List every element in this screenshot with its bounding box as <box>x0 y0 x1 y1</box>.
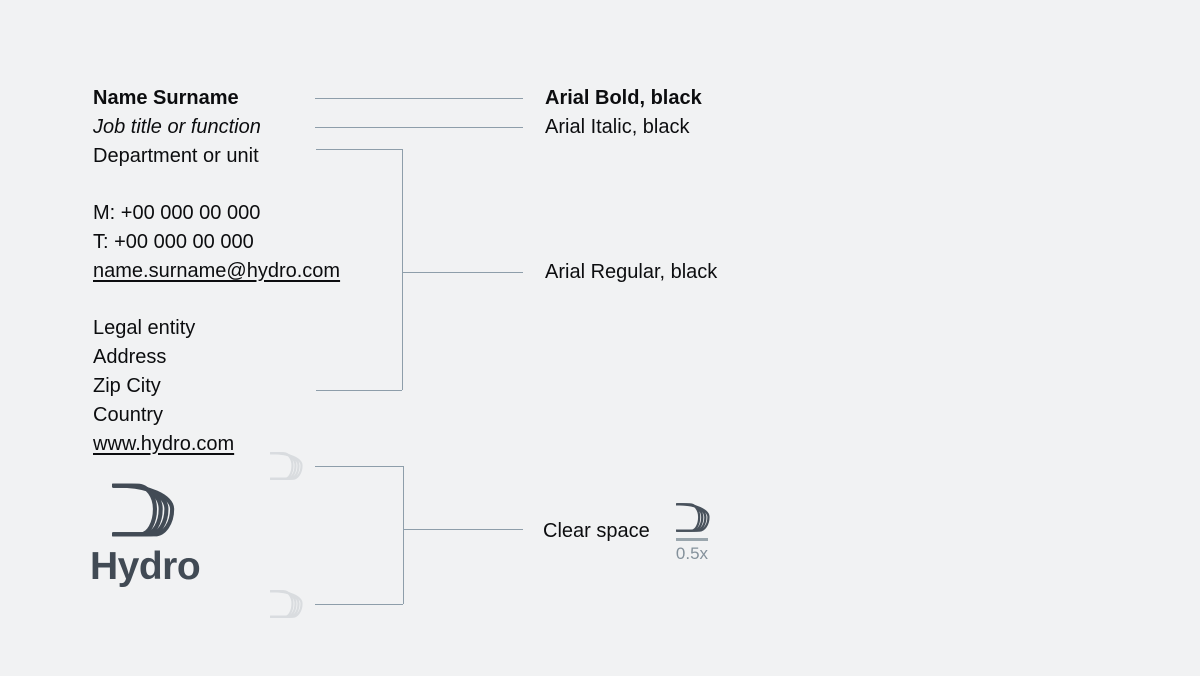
callout-line-name <box>315 98 523 99</box>
bracket-clearspace-top <box>315 466 403 467</box>
bracket-clearspace-bottom <box>315 604 403 605</box>
signature-country: Country <box>93 403 164 426</box>
signature-legal-entity: Legal entity <box>93 317 196 340</box>
clear-space-mark-top-icon <box>270 452 303 480</box>
signature-zip-city: Zip City <box>93 374 161 397</box>
clear-space-mark-bottom-icon <box>270 590 303 618</box>
bracket-clearspace-connector <box>403 529 523 530</box>
signature-website-link[interactable]: www.hydro.com <box>93 432 235 455</box>
signature-phone-number: T: +00 000 00 000 <box>93 230 254 253</box>
bracket-regular-top <box>316 149 402 150</box>
hydro-crescent-mark-icon <box>112 482 175 538</box>
hydro-wordmark: Hydro <box>90 545 201 588</box>
callout-line-job-title <box>315 127 523 128</box>
bracket-regular-bottom <box>316 390 402 391</box>
signature-name: Name Surname <box>93 87 239 109</box>
signature-blank-line <box>93 170 340 199</box>
signature-address: Address <box>93 346 167 369</box>
bracket-regular-connector <box>402 272 523 273</box>
clear-space-ruler <box>676 538 708 541</box>
signature-email-link[interactable]: name.surname@hydro.com <box>93 259 341 282</box>
email-signature-specimen: Name Surname Job title or function Depar… <box>93 84 340 458</box>
signature-mobile-number: M: +00 000 00 000 <box>93 202 261 225</box>
label-arial-regular: Arial Regular, black <box>545 261 718 283</box>
clear-space-reference-mark-icon <box>676 503 710 532</box>
label-clear-space: Clear space <box>543 520 650 542</box>
bracket-regular-vertical <box>402 149 403 390</box>
signature-job-title: Job title or function <box>93 115 261 138</box>
signature-department: Department or unit <box>93 144 259 167</box>
label-arial-bold: Arial Bold, black <box>545 87 702 109</box>
label-arial-italic: Arial Italic, black <box>545 116 690 138</box>
signature-blank-line <box>93 286 340 315</box>
bracket-clearspace-vertical <box>403 466 404 604</box>
clear-space-ratio-label: 0.5x <box>675 544 709 563</box>
